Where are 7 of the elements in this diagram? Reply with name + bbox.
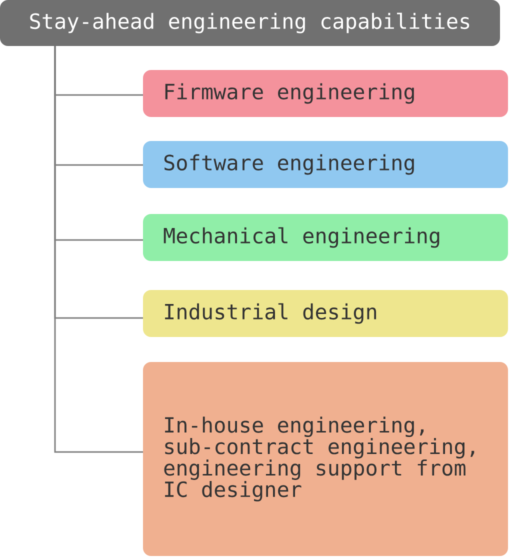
category-box: Software engineering	[143, 141, 508, 188]
category-box: Firmware engineering	[143, 70, 508, 117]
category-box: Mechanical engineering	[143, 214, 508, 261]
category-box: In-house engineering, sub-contract engineering, engineering support from IC designer	[143, 362, 508, 556]
category-box: Industrial design	[143, 290, 508, 337]
connector-line	[54, 46, 143, 453]
title-box: Stay-ahead engineering capabilities	[0, 0, 500, 46]
